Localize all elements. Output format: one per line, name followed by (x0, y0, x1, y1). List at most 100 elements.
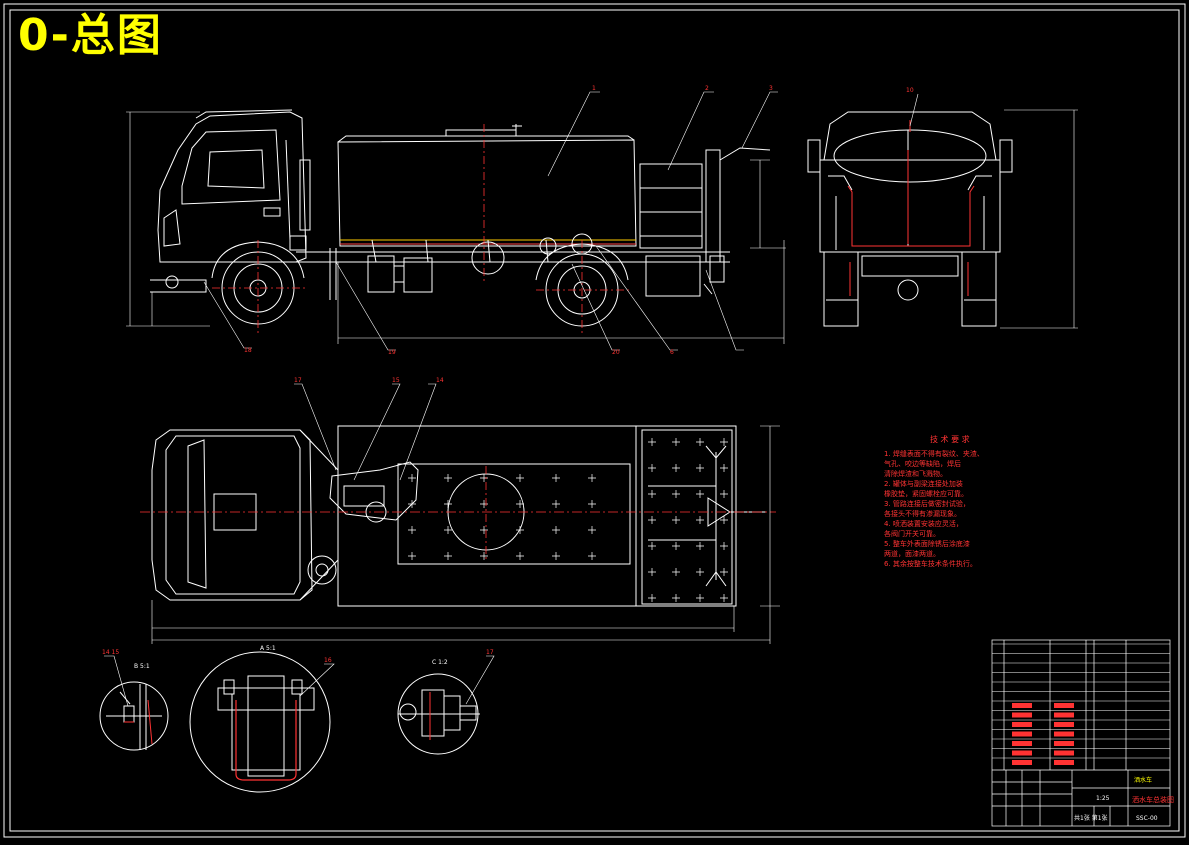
hatch-cross (720, 542, 728, 550)
tech-note-line: 5. 整车外表面除锈后涂底漆 (884, 539, 970, 548)
hatch-cross (480, 474, 488, 482)
hatch-cross (648, 464, 656, 472)
hatch-cross (444, 500, 452, 508)
detail-callouts: 14 15 16 17 (102, 649, 494, 664)
parts-list-red-cells (1012, 703, 1074, 765)
detail-a-callout: 16 (324, 657, 332, 664)
side-view-leaders (203, 91, 778, 351)
side-view-dimensions (126, 111, 786, 344)
hatch-cross (720, 516, 728, 524)
hatch-cross (588, 526, 596, 534)
tech-note-line: 气孔、咬边等缺陷，焊后 (884, 459, 961, 468)
hatch-cross (480, 552, 488, 560)
parts-list-red-cell (1054, 722, 1074, 727)
hatch-cross (672, 438, 680, 446)
callout-side-18: 18 (244, 347, 252, 354)
drawing-title: 0-总图 (18, 10, 163, 61)
hatch-cross (696, 594, 704, 602)
tech-note-line: 6. 其余按整车技术条件执行。 (884, 559, 977, 568)
parts-list-red-cell (1054, 712, 1074, 718)
hatch-cross (516, 552, 524, 560)
title-block-product: 洒水车 (1134, 776, 1152, 784)
hatch-cross (444, 526, 452, 534)
hatch-cross (648, 568, 656, 576)
detail-c-callout: 17 (486, 649, 494, 656)
callout-top-15: 15 (392, 377, 400, 384)
parts-list-red-cell (1012, 760, 1032, 765)
hatch-cross (552, 500, 560, 508)
parts-list-red-cell (1012, 741, 1032, 746)
hatch-cross (408, 552, 416, 560)
hatch-cross (696, 438, 704, 446)
inner-border (9, 9, 1180, 832)
hatch-cross (720, 594, 728, 602)
callout-side-2: 2 (705, 85, 709, 92)
side-view-centerlines (212, 124, 630, 336)
title-block-scale: 1:25 (1096, 795, 1110, 802)
callout-labels: 1 2 3 18 19 20 6 10 17 15 14 (244, 85, 914, 384)
callout-top-17: 17 (294, 377, 302, 384)
hatch-cross (672, 516, 680, 524)
hatch-cross (648, 516, 656, 524)
hatch-cross (588, 474, 596, 482)
tech-note-line: 2. 罐体与副梁连接处加装 (884, 479, 963, 488)
callout-side-20: 20 (612, 349, 620, 356)
title-block-drawing-no: SSC-00 (1136, 815, 1158, 822)
callout-side-1: 1 (592, 85, 596, 92)
rear-view-dimensions (909, 93, 1078, 329)
parts-list-red-cell (1012, 750, 1032, 756)
callout-top-14: 14 (436, 377, 444, 384)
tech-note-line: 两道，面漆两道。 (884, 549, 940, 558)
hatch-cross (696, 542, 704, 550)
parts-list-red-cell (1012, 703, 1032, 708)
hatch-cross (480, 500, 488, 508)
callout-side-3: 3 (769, 85, 773, 92)
hatch-cross (720, 568, 728, 576)
detail-b (99, 681, 169, 751)
parts-list-red-cell (1054, 731, 1074, 737)
tech-note-line: 橡胶垫，紧固螺栓应可靠。 (884, 489, 968, 498)
parts-list-red-cell (1054, 760, 1074, 765)
top-view-dimensions (151, 425, 780, 644)
hatch-cross (552, 552, 560, 560)
hatch-cross (648, 438, 656, 446)
detail-a-marks (235, 700, 297, 781)
parts-list-rows (992, 643, 1170, 759)
hatch-cross (672, 594, 680, 602)
tech-note-line: 1. 焊缝表面不得有裂纹、夹渣、 (884, 449, 984, 458)
title-block-sheet: 共1张 第1张 (1074, 814, 1108, 822)
detail-c (397, 673, 480, 755)
hatch-cross (672, 490, 680, 498)
hatch-cross (408, 500, 416, 508)
tech-notes-heading: 技 术 要 求 (930, 434, 970, 444)
callout-rear-10: 10 (906, 87, 914, 94)
hatch-cross (516, 474, 524, 482)
technical-requirements: 技 术 要 求 1. 焊缝表面不得有裂纹、夹渣、 气孔、咬边等缺陷，焊后 清除焊… (884, 434, 984, 568)
detail-leaders (104, 655, 495, 707)
hatch-cross (696, 516, 704, 524)
top-view-leaders (294, 383, 437, 481)
hatch-cross (648, 490, 656, 498)
detail-a (189, 651, 331, 793)
hatch-cross (720, 438, 728, 446)
title-block (991, 639, 1171, 827)
tech-note-line: 4. 喷洒装置安装应灵活， (884, 519, 963, 528)
hatch-cross (648, 594, 656, 602)
hatch-cross (696, 490, 704, 498)
parts-list-red-cell (1012, 712, 1032, 718)
parts-list-red-cell (1054, 703, 1074, 708)
hatch-cross (444, 552, 452, 560)
hatch-cross (480, 526, 488, 534)
hatch-cross (672, 568, 680, 576)
hatch-cross (516, 500, 524, 508)
parts-list-red-cell (1012, 731, 1032, 737)
side-view (150, 109, 771, 327)
hatch-cross (720, 464, 728, 472)
outer-border (3, 3, 1186, 838)
callout-side-19: 19 (388, 349, 396, 356)
tech-note-line: 各接头不得有渗漏现象。 (884, 509, 961, 518)
hatch-cross (696, 568, 704, 576)
rear-view-pipes (847, 120, 975, 296)
callout-side-6: 6 (670, 349, 674, 356)
